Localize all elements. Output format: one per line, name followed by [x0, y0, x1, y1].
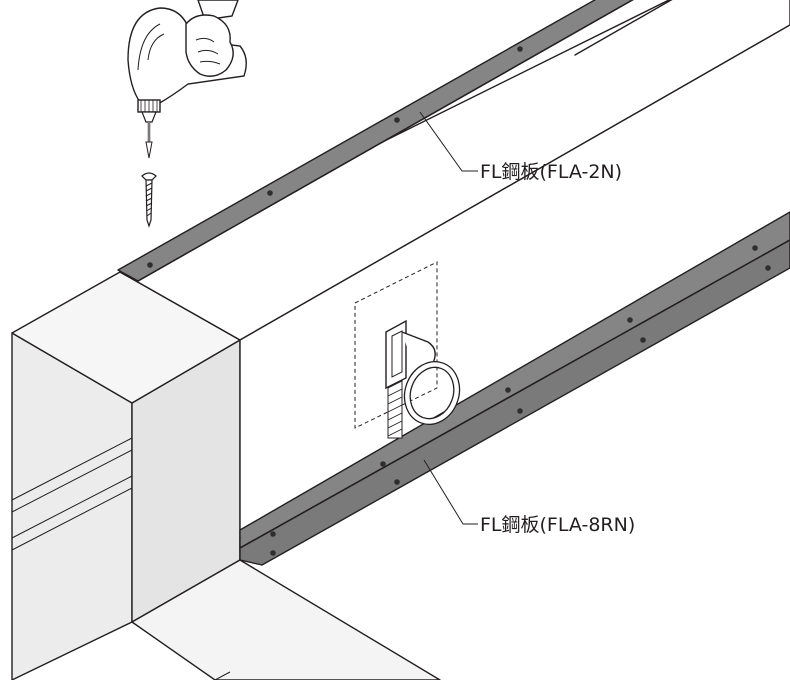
- lower-plate-label: FL鋼板(FLA-8RN): [480, 514, 635, 536]
- plate-hole: [267, 190, 273, 196]
- plate-hole: [270, 531, 276, 537]
- lower-steel-plate: [239, 211, 790, 566]
- power-drill-icon: [127, 0, 247, 159]
- plate-hole: [627, 317, 633, 323]
- beam-top-surface: [119, 0, 790, 341]
- plate-hole: [640, 337, 646, 343]
- beam: [119, 0, 790, 561]
- plate-hole: [394, 479, 400, 485]
- callout-lower-plate: FL鋼板(FLA-8RN): [423, 459, 635, 536]
- screw-icon: [141, 172, 157, 228]
- plate-hole: [752, 245, 758, 251]
- wall-block: [11, 271, 441, 680]
- plate-hole: [517, 46, 523, 52]
- plate-hole: [380, 461, 386, 467]
- plate-hole: [394, 117, 400, 123]
- ring-dashed-frame: [354, 261, 438, 429]
- upper-steel-plate: [117, 0, 634, 282]
- lower-plate-top-strip: [239, 211, 790, 549]
- floor-face: [131, 559, 441, 680]
- plate-hole: [505, 387, 511, 393]
- callout-upper-plate: FL鋼板(FLA-2N): [419, 111, 622, 183]
- plate-hole: [517, 408, 523, 414]
- tie-down-ring-icon: [354, 261, 461, 439]
- beam-side-face: [240, 25, 790, 530]
- upper-plate-body: [117, 0, 634, 282]
- plate-hole: [270, 550, 276, 556]
- upper-plate-label: FL鋼板(FLA-2N): [480, 161, 622, 183]
- plate-hole: [765, 265, 771, 271]
- plate-hole: [147, 262, 153, 268]
